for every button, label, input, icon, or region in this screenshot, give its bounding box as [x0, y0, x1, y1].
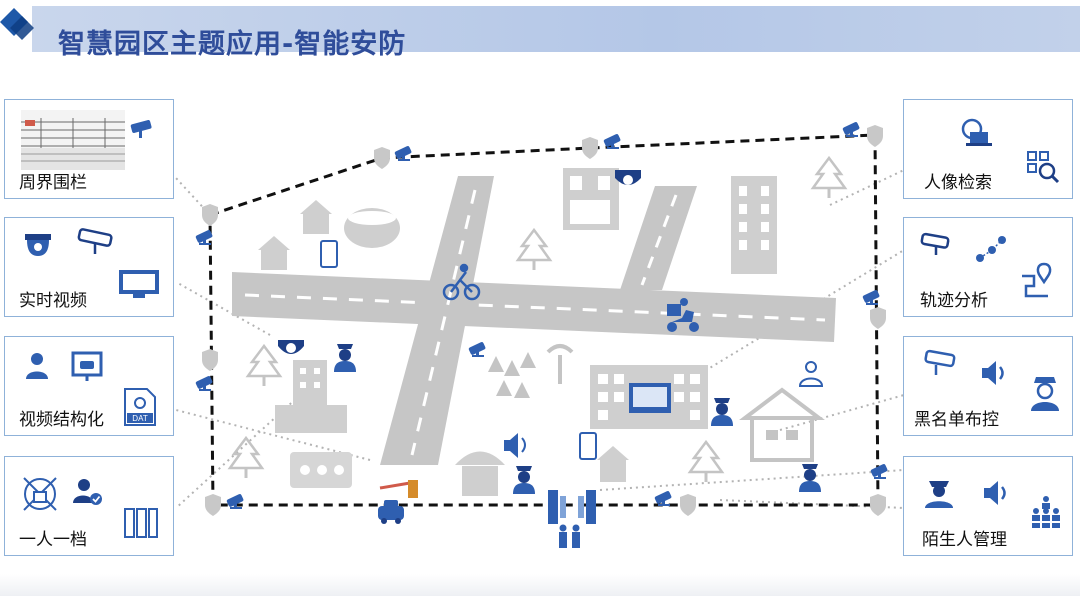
- card-label: 陌生人管理: [922, 530, 1007, 550]
- dome-camera-icon: [278, 170, 641, 354]
- phone-icon: [320, 240, 597, 460]
- dat-file-icon: DAT: [124, 388, 156, 426]
- barrier-gate-icon: [379, 480, 418, 498]
- face-lock-icon: [23, 477, 57, 511]
- card-one-person-one-file[interactable]: 一人一档: [4, 456, 174, 556]
- card-label: 轨迹分析: [920, 291, 988, 311]
- screen-icon: [629, 383, 671, 413]
- qr-search-icon: [1027, 151, 1060, 184]
- police-car-icon: [378, 500, 404, 524]
- header-band: [32, 6, 1080, 52]
- card-label: 视频结构化: [19, 410, 104, 430]
- road: [232, 176, 836, 465]
- card-trajectory-analysis[interactable]: 轨迹分析: [903, 217, 1073, 317]
- bullet-camera-icon: [77, 228, 113, 254]
- fence-photo-icon: [21, 110, 125, 170]
- monitor-devices-icon: [119, 270, 159, 298]
- gazebo-icon: [455, 451, 505, 496]
- person-icon: [26, 353, 48, 379]
- header-diamond-icon: [0, 8, 34, 40]
- card-real-time-video[interactable]: 实时视频: [4, 217, 174, 317]
- building-icon: [563, 168, 619, 230]
- police-officer-icon: [925, 481, 953, 508]
- pedestrians-icon: [559, 524, 580, 548]
- verified-user-icon: [73, 479, 102, 505]
- stadium-icon: [344, 208, 400, 248]
- map-pin-route-icon: [1022, 262, 1052, 298]
- speaker-icon: [984, 481, 1006, 505]
- chalet-icon: [739, 387, 825, 462]
- car-screen-icon: [71, 351, 103, 381]
- card-label: 一人一档: [19, 530, 87, 550]
- group-people-icon: [1032, 496, 1060, 528]
- camera-icon: [130, 120, 152, 138]
- svg-text:DAT: DAT: [132, 414, 148, 423]
- page-title: 智慧园区主题应用-智能安防: [58, 29, 407, 60]
- visitor-icon: [798, 361, 824, 387]
- card-label: 人像检索: [924, 173, 992, 193]
- bullet-camera-icon: [920, 232, 950, 255]
- parking-icon: [290, 452, 352, 488]
- cyclist-icon: [442, 263, 481, 301]
- card-label: 实时视频: [19, 291, 87, 311]
- speaker-icon: [504, 433, 526, 458]
- street-lamp-icon: [546, 344, 574, 384]
- card-blacklist-control[interactable]: 黑名单布控: [903, 336, 1073, 436]
- dome-camera-icon: [25, 234, 51, 256]
- bullet-camera-icon: [924, 349, 956, 375]
- connection-lines: [175, 169, 905, 509]
- office-tower-icon: [275, 360, 347, 433]
- file-binders-icon: [124, 508, 158, 538]
- bottom-fade: [0, 574, 1080, 596]
- speaker-icon: [982, 361, 1004, 385]
- small-trees-icon: [488, 352, 536, 398]
- turnstile-icon: [548, 490, 596, 524]
- house-icon: [258, 200, 629, 482]
- building-icon: [731, 176, 777, 274]
- security-guard-icon: [1031, 377, 1059, 411]
- card-stranger-management[interactable]: 陌生人管理: [903, 456, 1073, 556]
- card-label: 周界围栏: [19, 173, 87, 193]
- delivery-rider-icon: [667, 298, 699, 332]
- card-portrait-search[interactable]: 人像检索: [903, 99, 1073, 199]
- card-video-structuring[interactable]: DAT 视频结构化: [4, 336, 174, 436]
- laptop-globe-icon: [961, 118, 992, 146]
- card-label: 黑名单布控: [914, 410, 999, 430]
- card-perimeter-fence[interactable]: 周界围栏: [4, 99, 174, 199]
- route-dots-icon: [976, 236, 1006, 262]
